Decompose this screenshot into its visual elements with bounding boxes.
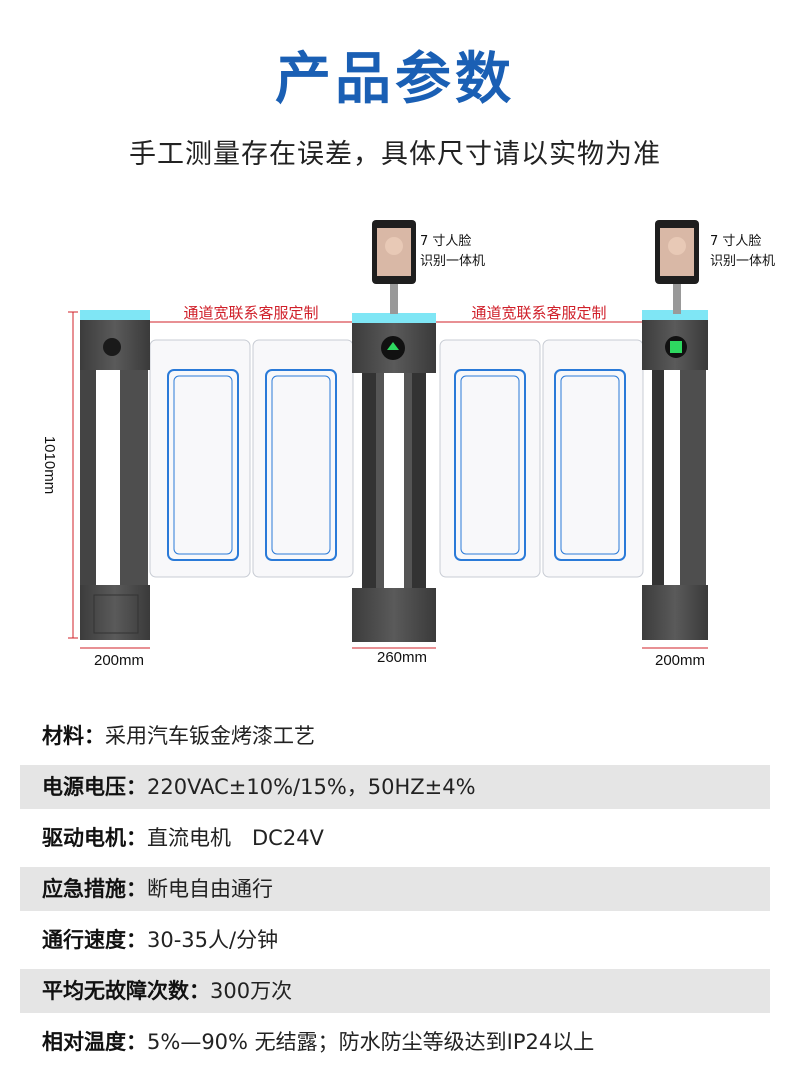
face-terminal-1-label-1: 7 寸人脸 — [420, 234, 471, 249]
spec-row: 电源电压：220VAC±10%/15%，50HZ±4% — [20, 765, 770, 809]
channel-note-2: 通道宽联系客服定制 — [471, 304, 606, 322]
middle-cabinet — [352, 313, 436, 642]
left-cabinet — [80, 310, 150, 640]
turnstile-diagram: 7 寸人脸 识别一体机 7 寸人脸 识别一体机 通道宽联系客服定制 通道宽联系客… — [41, 220, 775, 669]
spec-list: 材料：采用汽车钣金烤漆工艺 电源电压：220VAC±10%/15%，50HZ±4… — [20, 714, 770, 1071]
page-subtitle: 手工测量存在误差，具体尺寸请以实物为准 — [129, 139, 661, 170]
spec-row: 应急措施：断电自由通行 — [20, 867, 770, 911]
wing-panel-2 — [252, 339, 354, 578]
right-width-dimension: 200mm — [655, 652, 705, 669]
height-dimension: 1010mm — [41, 436, 58, 494]
middle-width-dimension: 260mm — [377, 649, 427, 666]
spec-row: 驱动电机：直流电机 DC24V — [42, 826, 324, 850]
wing-panel-1 — [149, 339, 251, 578]
channel-note-1: 通道宽联系客服定制 — [183, 304, 318, 322]
right-cabinet — [642, 310, 708, 640]
spec-row: 通行速度：30-35人/分钟 — [42, 928, 279, 952]
face-terminal-1 — [372, 220, 416, 314]
face-terminal-2-label-2: 识别一体机 — [710, 254, 775, 269]
spec-row: 相对温度：5%—90% 无结露；防水防尘等级达到IP24以上 — [42, 1030, 595, 1054]
page-title: 产品参数 — [275, 47, 515, 112]
wing-panel-4 — [542, 339, 644, 578]
spec-row: 平均无故障次数：300万次 — [20, 969, 770, 1013]
face-terminal-2 — [655, 220, 699, 314]
face-terminal-1-label-2: 识别一体机 — [420, 254, 485, 269]
left-width-dimension: 200mm — [94, 652, 144, 669]
spec-row: 材料：采用汽车钣金烤漆工艺 — [42, 724, 315, 748]
wing-panel-3 — [439, 339, 541, 578]
face-terminal-2-label-1: 7 寸人脸 — [710, 234, 761, 249]
